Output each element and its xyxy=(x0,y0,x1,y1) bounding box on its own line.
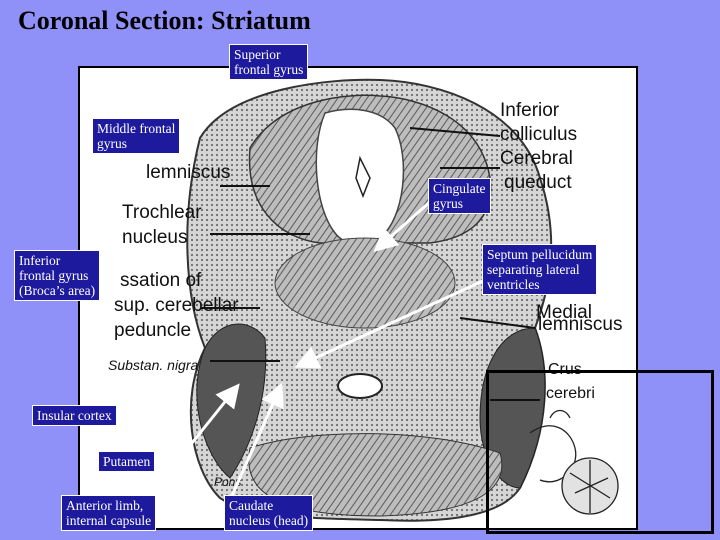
colliculus-text: colliculus xyxy=(500,124,577,145)
central-structure xyxy=(337,373,383,399)
nucleus-text: nucleus xyxy=(122,227,188,248)
lemniscus-top-text: lemniscus xyxy=(146,162,230,183)
decussation-region xyxy=(274,237,456,329)
label-anterior-limb-internal-capsule: Anterior limb, internal capsule xyxy=(61,495,157,531)
inset-frame xyxy=(486,370,714,534)
label-septum-pellucidum: Septum pellucidum separating lateral ven… xyxy=(482,244,598,295)
label-cingulate-gyrus: Cingulate gyrus xyxy=(428,178,491,214)
inferior-text: Inferior xyxy=(500,100,560,121)
medial-text: Medial xyxy=(536,302,592,323)
label-superior-frontal-gyrus: Superior frontal gyrus xyxy=(229,44,309,80)
cerebral-text: Cerebral xyxy=(500,148,573,169)
aqueduct xyxy=(355,155,371,199)
aqueduct-text: queduct xyxy=(504,172,572,193)
lemniscus-text: lemniscus xyxy=(538,314,622,335)
pons-text: Pons xyxy=(214,475,241,489)
peduncle-text: peduncle xyxy=(114,320,191,341)
label-caudate-nucleus: Caudate nucleus (head) xyxy=(224,495,314,531)
page-title: Coronal Section: Striatum xyxy=(18,6,311,35)
trochlear-text: Trochlear xyxy=(122,202,202,223)
label-middle-frontal-gyrus: Middle frontal gyrus xyxy=(92,118,181,154)
cerebri-text: cerebri xyxy=(546,385,595,402)
label-inferior-frontal-gyrus: Inferior frontal gyrus (Broca’s area) xyxy=(14,250,101,301)
inset-drawing xyxy=(529,409,619,515)
decussation-text: ssation of xyxy=(120,270,202,291)
substan-nigra-text: Substan. nigra xyxy=(108,357,198,373)
crus-text: Crus xyxy=(548,361,582,378)
sup-cerebellar-text: sup. cerebellar xyxy=(114,295,239,316)
label-insular-cortex: Insular cortex xyxy=(32,405,117,426)
label-putamen: Putamen xyxy=(98,451,156,472)
